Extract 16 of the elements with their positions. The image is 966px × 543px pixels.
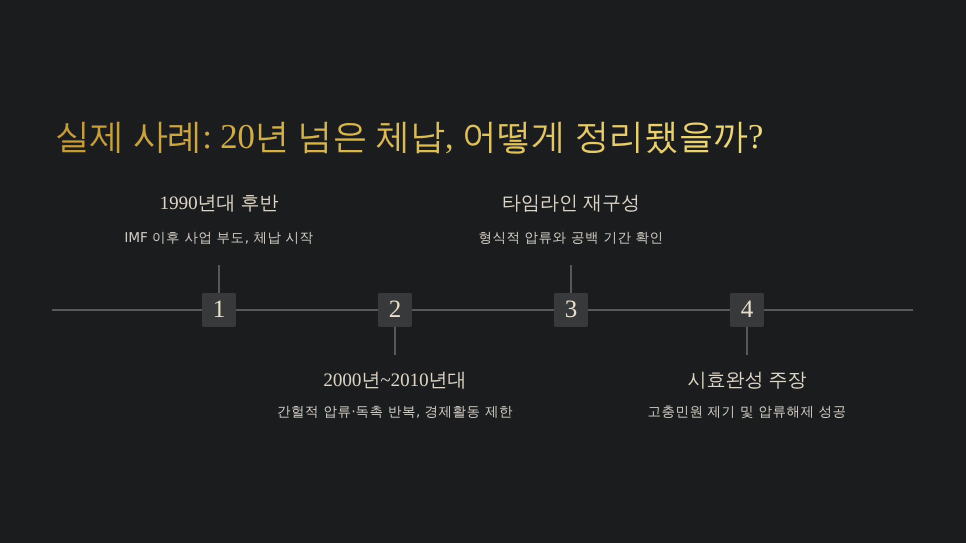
number-box: 3 [554,293,588,327]
connector-line [394,327,396,355]
connector-line [746,327,748,355]
connector-line [218,265,220,293]
number-box: 4 [730,293,764,327]
connector-line [570,265,572,293]
milestone-title: 타임라인 재구성 [502,193,640,214]
milestone-description: 간헐적 압류·독촉 반복, 경제활동 제한 [277,404,513,420]
number-box: 1 [202,293,236,327]
milestone-title: 2000년~2010년대 [323,370,467,391]
number-box: 2 [378,293,412,327]
milestone-description: 형식적 압류와 공백 기간 확인 [478,230,664,246]
milestone-title: 시효완성 주장 [688,370,806,391]
milestone-title: 1990년대 후반 [160,193,278,214]
milestone-description: IMF 이후 사업 부도, 체납 시작 [124,230,314,246]
milestone-description: 고충민원 제기 및 압류해제 성공 [647,404,847,420]
